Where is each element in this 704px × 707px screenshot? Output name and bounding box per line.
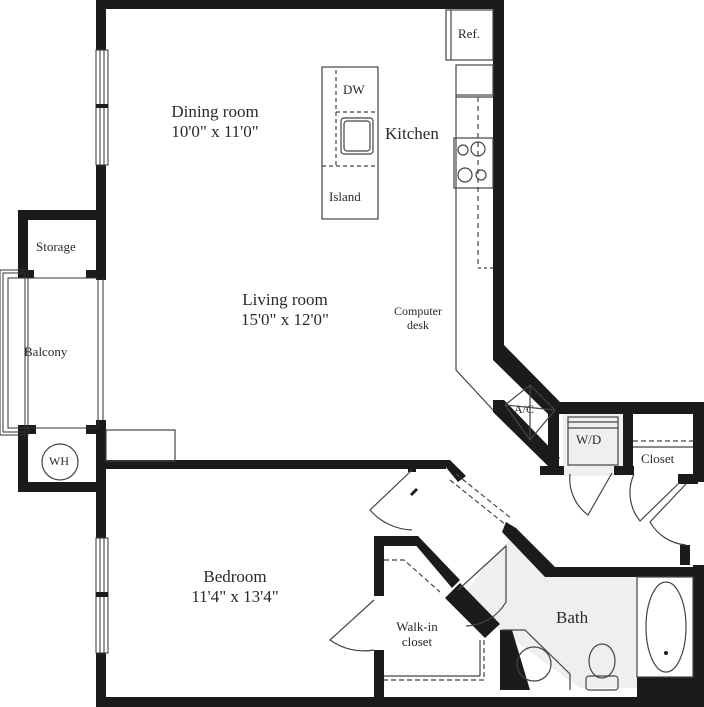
dining-room-name: Dining room (171, 102, 259, 121)
ac-label: A/C (514, 402, 535, 416)
balcony-outline (0, 269, 104, 436)
dining-room-label: Dining room 10'0" x 11'0" (150, 102, 280, 141)
living-room-name: Living room (242, 290, 328, 309)
storage-label: Storage (36, 239, 76, 254)
washer-dryer-label: W/D (576, 432, 602, 447)
living-room-label: Living room 15'0" x 12'0" (220, 290, 350, 329)
kitchen-label: Kitchen (385, 124, 439, 143)
island-label: Island (329, 189, 361, 204)
dishwasher-label: DW (343, 82, 365, 97)
closet-label: Closet (641, 451, 675, 466)
walls (18, 0, 704, 707)
balcony-label: Balcony (24, 344, 68, 359)
fixtures (41, 9, 694, 691)
computer-desk-label: Computer desk (394, 304, 442, 332)
walk-in-closet-label: Walk-in closet (396, 619, 438, 649)
bedroom-name: Bedroom (203, 567, 267, 586)
water-heater-label: WH (49, 454, 69, 468)
refrigerator-label: Ref. (458, 26, 481, 41)
dining-room-dims: 10'0" x 11'0" (171, 121, 259, 141)
bedroom-dims: 11'4" x 13'4" (191, 586, 279, 606)
bath-label: Bath (556, 608, 589, 627)
living-room-dims: 15'0" x 12'0" (240, 309, 329, 329)
bedroom-label: Bedroom 11'4" x 13'4" (170, 567, 300, 606)
